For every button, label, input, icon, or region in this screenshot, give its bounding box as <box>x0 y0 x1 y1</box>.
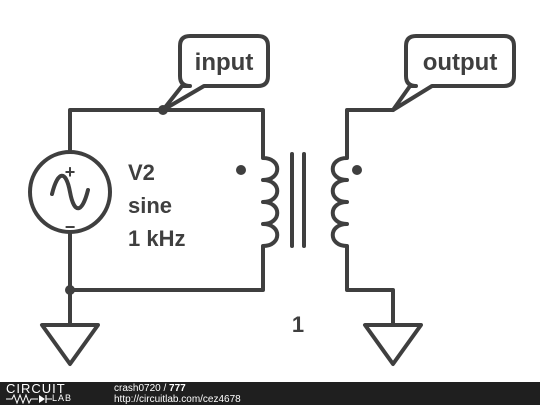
footer-user-link[interactable]: crash0720 <box>114 383 161 394</box>
footer-project-name[interactable]: 777 <box>169 383 186 394</box>
footer-project-path: crash0720 / 777 <box>114 383 186 394</box>
source-type-label: sine <box>128 193 172 218</box>
input-net-label-text: input <box>195 49 254 76</box>
source-frequency-label: 1 kHz <box>128 226 185 251</box>
primary-polarity-dot <box>236 165 246 175</box>
logo-circuit-text: CIRCUIT <box>6 381 66 396</box>
primary-coil <box>261 150 280 250</box>
source-name-label: V2 <box>128 160 155 185</box>
footer-url-link[interactable]: http://circuitlab.com/cez4678 <box>114 394 241 405</box>
output-net-label-text: output <box>423 49 498 76</box>
circuit-schematic: + − V2 sine 1 kHz 1 <box>28 34 516 366</box>
output-net-label[interactable]: output <box>391 34 516 112</box>
footer-bar: CIRCUIT LAB crash0720 / 777 http://circu… <box>0 382 540 405</box>
ac-voltage-source-icon[interactable]: + − <box>28 150 112 237</box>
source-plus-sign: + <box>65 162 76 182</box>
primary-top-wire <box>68 108 265 154</box>
ground-icon[interactable] <box>363 323 423 366</box>
ground-icon[interactable] <box>40 323 100 366</box>
logo-lab-text: LAB <box>52 393 73 403</box>
transformer-ratio-label: 1 <box>292 312 304 337</box>
logo-resistor-icon <box>6 394 52 404</box>
ground-junction-dot <box>65 285 75 295</box>
source-minus-sign: − <box>65 217 76 237</box>
secondary-circuit-wires <box>345 108 395 327</box>
transformer-icon[interactable] <box>236 150 362 250</box>
secondary-coil <box>330 150 349 250</box>
footer-path-separator: / <box>160 383 170 394</box>
secondary-top-wire <box>345 108 395 154</box>
primary-bottom-wire <box>68 230 265 292</box>
secondary-polarity-dot <box>352 165 362 175</box>
secondary-bottom-wire <box>345 246 395 327</box>
input-net-label[interactable]: input <box>161 34 270 112</box>
circuitlab-logo[interactable]: CIRCUIT LAB <box>6 381 98 404</box>
